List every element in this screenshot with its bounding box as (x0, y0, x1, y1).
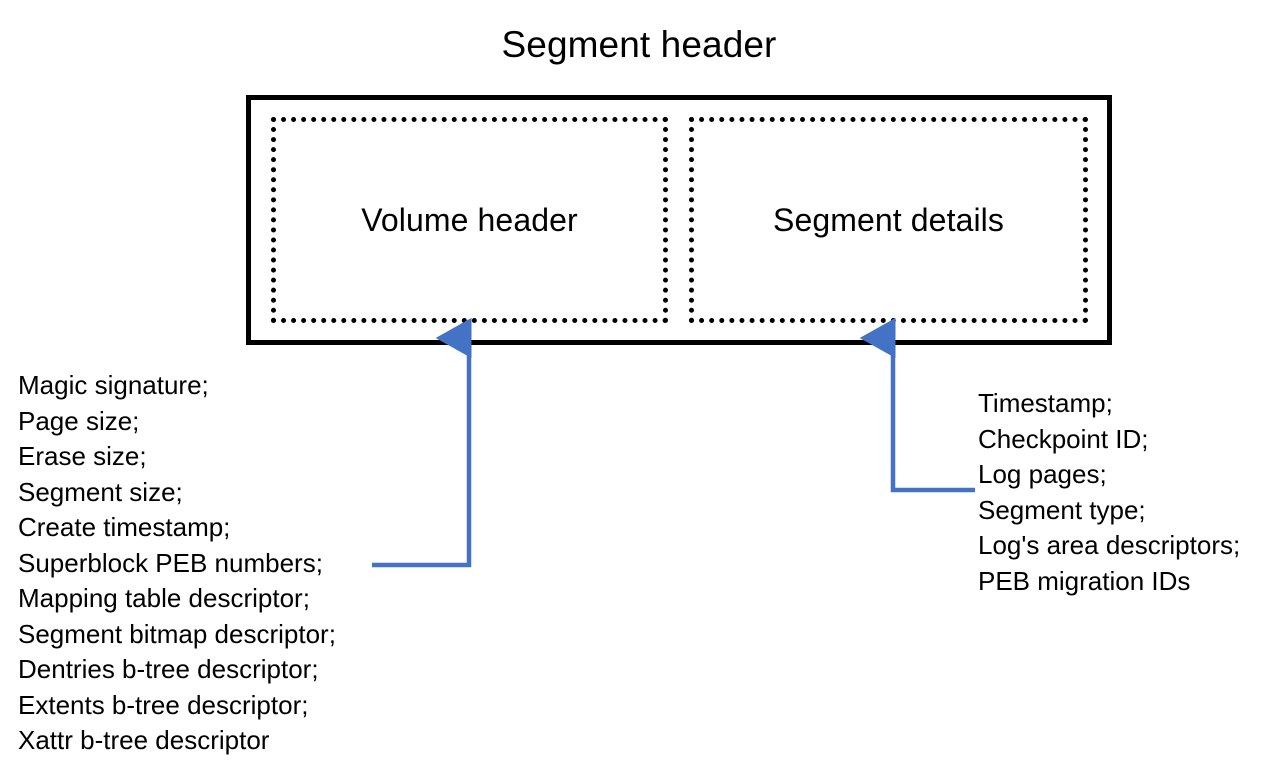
volume-header-connector-arrow (372, 317, 472, 568)
list-item: Mapping table descriptor; (18, 583, 310, 613)
list-item: Segment size; (18, 476, 183, 507)
list-item: Xattr b-tree descriptor (18, 725, 270, 755)
list-item: Magic signature; (18, 370, 209, 400)
segment-details-connector-arrow (859, 317, 975, 493)
segment-details-label: Segment details (773, 202, 1004, 238)
list-item: Superblock PEB numbers; (18, 547, 323, 578)
volume-header-label: Volume header (361, 202, 578, 238)
segment-details-field-list: Timestamp; Checkpoint ID; Log pages; Seg… (978, 386, 1240, 599)
list-item: Segment bitmap descriptor; (18, 618, 336, 649)
volume-header-field-list: Magic signature; Page size; Erase size; … (18, 368, 336, 759)
page-title: Segment header (501, 24, 777, 65)
list-item: Timestamp; (978, 388, 1113, 418)
list-item: Create timestamp; (18, 512, 231, 542)
list-item: Log pages; (978, 459, 1107, 489)
list-item: PEB migration IDs (978, 565, 1191, 596)
list-item: Checkpoint ID; (978, 423, 1149, 454)
list-item: Extents b-tree descriptor; (18, 689, 309, 720)
list-item: Dentries b-tree descriptor; (18, 654, 319, 684)
list-item: Log's area descriptors; (978, 530, 1241, 560)
segment-details-box: Segment details (689, 117, 1088, 323)
list-item: Page size; (18, 405, 140, 436)
volume-header-box: Volume header (271, 117, 668, 323)
list-item: Segment type; (978, 494, 1146, 525)
list-item: Erase size; (18, 441, 147, 471)
